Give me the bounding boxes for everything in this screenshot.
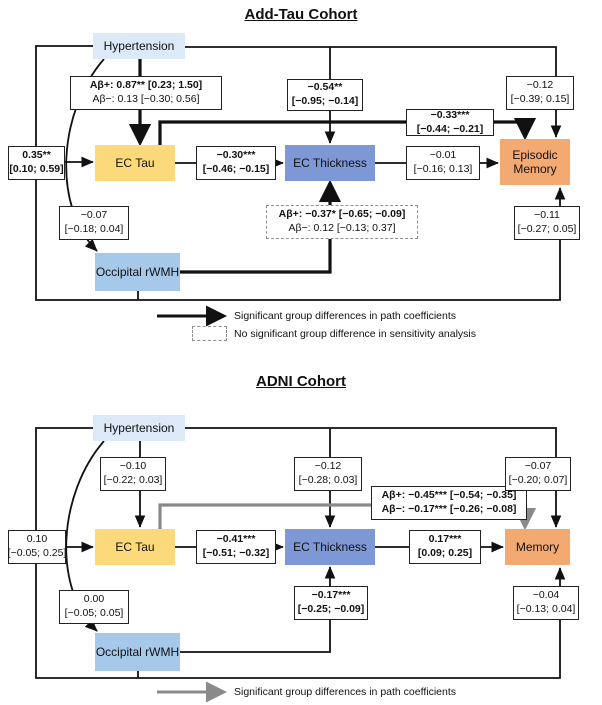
adni-coef-occipital-ecthickness: −0.17*** [−0.25; −0.09] xyxy=(294,586,368,620)
node-label: EC Tau xyxy=(115,155,155,170)
coef-ectau-memory: −0.33*** [−0.44; −0.21] xyxy=(406,109,494,136)
adni-coef-ectau-ecthickness: −0.41*** [−0.51; −0.32] xyxy=(196,530,276,564)
coef-line: 0.35** xyxy=(22,149,51,162)
path-outer-occipital-memory xyxy=(35,45,566,301)
coef-line: [−0.05; 0.25] xyxy=(7,547,67,559)
coef-ectau-ecthickness: −0.30*** [−0.46; −0.15] xyxy=(196,146,276,180)
adni-coef-occipital-memory: −0.04 [−0.13; 0.04] xyxy=(513,586,579,620)
node-label: EC Tau xyxy=(115,539,155,554)
node-label: Hypertension xyxy=(103,420,175,435)
coef-occipital-memory: −0.11 [−0.27; 0.05] xyxy=(514,206,580,240)
coef-line: −0.41*** xyxy=(216,533,256,546)
adni-node-occipital-rwmh: Occipital rWMH xyxy=(95,633,180,671)
coef-line: −0.30*** xyxy=(216,149,256,162)
coef-line: −0.33*** xyxy=(430,108,470,121)
legend-sensitivity-label: No significant group difference in sensi… xyxy=(234,328,477,340)
node-occipital-rwmh: Occipital rWMH xyxy=(95,253,180,291)
coef-line: [−0.95; −0.14] xyxy=(291,95,359,107)
coef-line: −0.07 xyxy=(524,460,552,473)
coef-hypertension-ecthickness: −0.54** [−0.95; −0.14] xyxy=(287,79,363,111)
node-label: Hypertension xyxy=(103,38,175,53)
coef-line: −0.07 xyxy=(80,209,108,222)
path-ectau-memory-arrow xyxy=(158,117,537,145)
adni-path-outer-occipital-memory xyxy=(35,427,566,679)
coef-line: −0.12 xyxy=(314,460,342,473)
coef-line: [−0.28; 0.03] xyxy=(298,474,358,486)
legend-dashed-box-sample xyxy=(192,326,227,341)
coef-line: Aβ+: −0.37* [−0.65; −0.09] xyxy=(278,208,406,221)
coef-hypertension-ectau: Aβ+: 0.87** [0.23; 1.50] Aβ−: 0.13 [−0.3… xyxy=(70,76,222,110)
coef-occipital-ecthickness: Aβ+: −0.37* [−0.65; −0.09] Aβ−: 0.12 [−0… xyxy=(266,205,418,239)
node-label: EC Thickness xyxy=(293,539,367,554)
node-label: Episodic Memory xyxy=(512,147,558,176)
adni-path-hypertension-memory-arrow xyxy=(185,427,562,528)
coef-hypertension-memory: −0.12 [−0.39; 0.15] xyxy=(506,76,574,110)
coef-line: [−0.51; −0.32] xyxy=(202,547,270,559)
coef-line: −0.04 xyxy=(532,589,560,602)
node-episodic-memory: Episodic Memory xyxy=(500,139,570,185)
coef-line: [−0.13; 0.04] xyxy=(516,603,576,615)
node-label: Memory xyxy=(515,539,560,554)
coef-line: [−0.39; 0.15] xyxy=(510,93,570,105)
adni-coef-hypertension-memory: −0.07 [−0.20; 0.07] xyxy=(505,457,571,491)
adni-coef-hypertension-occipital: 0.00 [−0.05; 0.05] xyxy=(59,590,129,624)
coef-line: −0.01 xyxy=(429,149,457,162)
node-label: Occipital rWMH xyxy=(95,644,180,659)
coef-line: Aβ−: −0.17*** [−0.26; −0.08] xyxy=(381,503,517,515)
adni-legend-significant-label: Significant group differences in path co… xyxy=(234,686,457,698)
adni-title: ADNI Cohort xyxy=(256,373,346,390)
coef-line: Aβ−: 0.13 [−0.30; 0.56] xyxy=(92,93,200,105)
node-label: EC Thickness xyxy=(293,155,367,170)
node-ec-thickness: EC Thickness xyxy=(285,145,375,181)
coef-line: −0.54** xyxy=(307,81,343,94)
coef-line: [−0.46; −0.15] xyxy=(202,163,270,175)
node-ec-tau: EC Tau xyxy=(95,145,175,181)
coef-line: −0.11 xyxy=(534,209,560,222)
coef-line: Aβ−: 0.12 [−0.13; 0.37] xyxy=(288,222,396,234)
adni-coef-hypertension-ecthickness: −0.12 [−0.28; 0.03] xyxy=(294,457,362,491)
adni-node-memory: Memory xyxy=(505,529,570,565)
node-hypertension: Hypertension xyxy=(93,33,185,59)
legend-significant-label: Significant group differences in path co… xyxy=(234,310,457,322)
coef-line: [−0.44; −0.21] xyxy=(416,122,484,135)
coef-line: Aβ+: 0.87** [0.23; 1.50] xyxy=(89,79,203,92)
coef-line: [−0.27; 0.05] xyxy=(517,223,577,235)
adni-coef-ectau-memory: Aβ+: −0.45*** [−0.54; −0.35] Aβ−: −0.17*… xyxy=(371,486,527,520)
coef-line: 0.10 xyxy=(26,533,48,546)
coef-hypertension-occipital: −0.07 [−0.18; 0.04] xyxy=(59,206,129,240)
coef-line: −0.10 xyxy=(119,460,147,473)
coef-line: 0.00 xyxy=(83,593,105,606)
adni-coef-occipital-ectau: 0.10 [−0.05; 0.25] xyxy=(8,530,66,564)
coef-line: [0.10; 0.59] xyxy=(9,163,64,175)
coef-line: [−0.05; 0.05] xyxy=(64,607,124,619)
adni-node-ec-thickness: EC Thickness xyxy=(285,529,375,565)
coef-line: [−0.16; 0.13] xyxy=(413,163,473,175)
coef-line: −0.12 xyxy=(526,79,554,92)
adni-node-ec-tau: EC Tau xyxy=(95,529,175,565)
coef-ecthickness-memory: −0.01 [−0.16; 0.13] xyxy=(406,146,480,180)
coef-line: [−0.22; 0.03] xyxy=(103,474,163,486)
addtau-title: Add-Tau Cohort xyxy=(244,6,358,23)
coef-line: −0.17*** xyxy=(311,589,351,602)
coef-line: [−0.25; −0.09] xyxy=(297,603,365,615)
coef-line: [0.09; 0.25] xyxy=(417,547,473,559)
adni-coef-ecthickness-memory: 0.17*** [0.09; 0.25] xyxy=(409,530,481,564)
coef-occipital-ectau: 0.35** [0.10; 0.59] xyxy=(8,146,65,180)
adni-node-hypertension: Hypertension xyxy=(93,415,185,441)
coef-line: Aβ+: −0.45*** [−0.54; −0.35] xyxy=(381,489,517,502)
coef-line: [−0.20; 0.07] xyxy=(508,474,568,486)
coef-line: 0.17*** xyxy=(428,533,462,546)
coef-line: [−0.18; 0.04] xyxy=(64,223,124,235)
adni-coef-hypertension-ectau: −0.10 [−0.22; 0.03] xyxy=(100,457,166,491)
node-label: Occipital rWMH xyxy=(95,264,180,279)
